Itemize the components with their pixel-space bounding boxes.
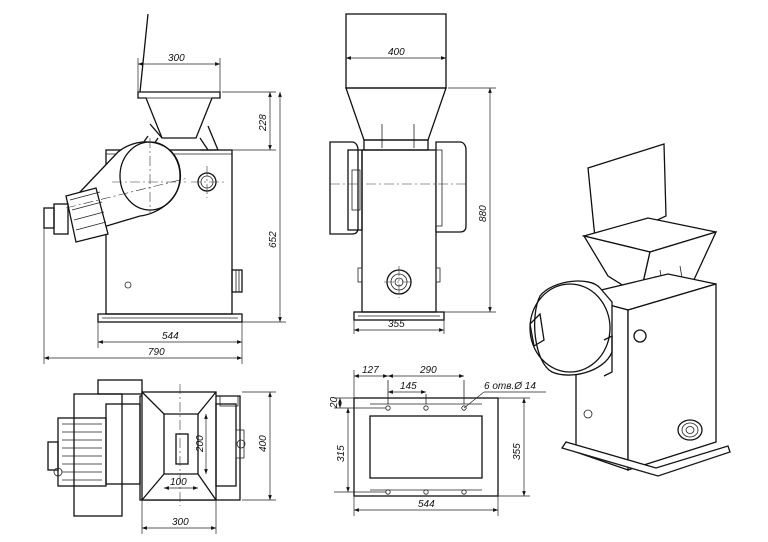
front-view: 300 228 652 544 790 (43, 13, 286, 364)
dim-base-127: 127 (362, 365, 379, 376)
dim-hopper-height: 228 (258, 114, 269, 132)
dim-total-width: 790 (148, 347, 165, 358)
top-view: 400 200 100 300 (47, 379, 276, 534)
isometric-view (529, 143, 731, 477)
dim-hopper-width: 300 (168, 53, 185, 64)
holes-note: 6 отв.Ø 14 (484, 381, 536, 392)
mounting-holes (385, 405, 467, 495)
dim-top-inner: 200 (195, 435, 206, 453)
dim-top-depth: 400 (258, 435, 269, 452)
dim-top-slot: 100 (170, 477, 187, 488)
dim-base-290: 290 (419, 365, 437, 376)
dim-base-544: 544 (418, 499, 435, 510)
dim-body-height: 652 (268, 231, 279, 248)
dim-side-height: 880 (478, 205, 489, 222)
base-plan-view: 127 290 145 6 отв.Ø 14 20 315 355 544 (329, 365, 546, 516)
dim-base-20: 20 (329, 396, 340, 409)
dim-base-width: 544 (162, 331, 179, 342)
dim-side-hopper: 400 (388, 47, 405, 58)
dim-top-width: 300 (172, 517, 189, 528)
dim-base-145: 145 (400, 381, 417, 392)
dim-base-315: 315 (336, 445, 347, 462)
dim-side-base: 355 (388, 319, 405, 330)
dim-base-355: 355 (512, 443, 523, 460)
side-view: 400 880 355 (329, 13, 496, 334)
